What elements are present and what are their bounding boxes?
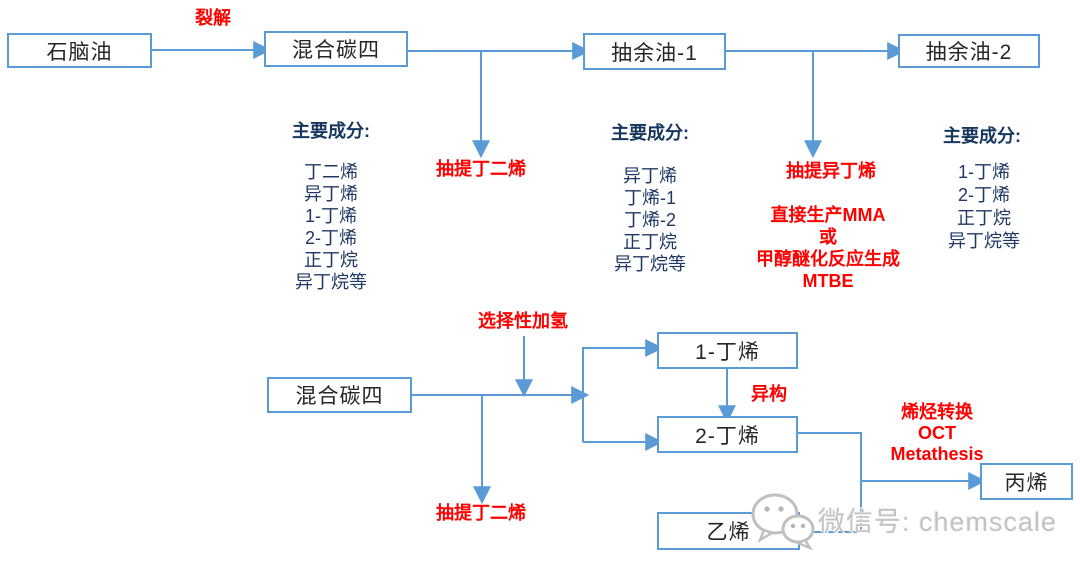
box-mixed-c4-bottom-label: 混合碳四 xyxy=(295,385,384,408)
list-item: 正丁烷 xyxy=(304,250,358,270)
label-extract-butadiene-top: 抽提丁二烯 xyxy=(436,159,526,179)
label-olefin-conversion-line3: Metathesis xyxy=(890,444,984,464)
connector-butene2-ethylene-merge xyxy=(798,432,862,533)
label-olefin-conversion: 烯烃转换 OCT Metathesis xyxy=(890,402,983,465)
label-olefin-conversion-line2: OCT xyxy=(917,423,956,443)
list-item: 丁烯-1 xyxy=(623,188,676,208)
list-item: 异丁烯 xyxy=(304,184,358,204)
list-item: 丁二烯 xyxy=(304,162,358,182)
list-item: 正丁烷 xyxy=(957,208,1011,228)
list-item: 异丁烷等 xyxy=(948,231,1020,251)
list-item: 异丁烷等 xyxy=(614,254,686,274)
list-item: 正丁烷 xyxy=(623,232,677,252)
label-isobutylene-uses-line1: 直接生产MMA xyxy=(770,205,886,225)
box-mixed-c4-bottom: 混合碳四 xyxy=(267,377,412,413)
label-isobutylene-uses-line3: 甲醇醚化反应生成 xyxy=(756,249,900,269)
label-isomerization: 异构 xyxy=(751,384,787,404)
label-cracking: 裂解 xyxy=(195,8,231,28)
list-components-mixed-c4: 丁二烯 异丁烯 1-丁烯 2-丁烯 正丁烷 异丁烷等 xyxy=(295,161,367,293)
list-item: 1-丁烯 xyxy=(957,162,1010,182)
box-butene-1-label: 1-丁烯 xyxy=(695,340,760,364)
list-item: 2-丁烯 xyxy=(304,228,357,248)
label-extract-butadiene-bottom: 抽提丁二烯 xyxy=(436,503,526,523)
box-ethylene-label: 乙烯 xyxy=(706,521,751,544)
box-propylene-label: 丙烯 xyxy=(1004,471,1049,495)
label-isobutylene-uses-line2: 或 xyxy=(819,227,837,247)
wechat-icon xyxy=(750,492,816,555)
watermark-text: 微信号: chemscale xyxy=(818,507,1058,537)
label-isobutylene-uses-line4: MTBE xyxy=(802,271,854,291)
list-item: 2-丁烯 xyxy=(957,185,1010,205)
box-butene-2: 2-丁烯 xyxy=(657,416,798,453)
heading-components-raffinate-2: 主要成分: xyxy=(943,126,1021,146)
box-butene-1: 1-丁烯 xyxy=(657,332,798,369)
list-item: 异丁烯 xyxy=(623,166,677,186)
label-olefin-conversion-line1: 烯烃转换 xyxy=(900,402,973,422)
box-naphtha: 石脑油 xyxy=(7,33,152,68)
heading-components-raffinate-1: 主要成分: xyxy=(611,123,689,143)
label-isobutylene-uses: 直接生产MMA 或 甲醇醚化反应生成 MTBE xyxy=(756,204,900,292)
list-item: 丁烯-2 xyxy=(623,210,676,230)
box-raffinate-2-label: 抽余油-2 xyxy=(925,41,1013,64)
box-raffinate-1: 抽余油-1 xyxy=(583,33,726,70)
box-mixed-c4-top: 混合碳四 xyxy=(264,31,408,67)
box-butene-2-label: 2-丁烯 xyxy=(695,424,760,448)
heading-components-mixed-c4: 主要成分: xyxy=(292,121,370,141)
list-item: 异丁烷等 xyxy=(295,272,367,292)
list-components-raffinate-2: 1-丁烯 2-丁烯 正丁烷 异丁烷等 xyxy=(948,161,1020,253)
box-mixed-c4-top-label: 混合碳四 xyxy=(292,39,380,62)
box-raffinate-1-label: 抽余油-1 xyxy=(611,41,698,65)
list-components-raffinate-1: 异丁烯 丁烯-1 丁烯-2 正丁烷 异丁烷等 xyxy=(614,165,686,275)
box-naphtha-label: 石脑油 xyxy=(46,40,113,64)
label-extract-isobutylene: 抽提异丁烯 xyxy=(786,161,876,181)
list-item: 1-丁烯 xyxy=(304,206,357,226)
box-propylene: 丙烯 xyxy=(980,463,1073,500)
label-selective-hydrogenation: 选择性加氢 xyxy=(478,311,568,331)
box-raffinate-2: 抽余油-2 xyxy=(898,34,1040,68)
